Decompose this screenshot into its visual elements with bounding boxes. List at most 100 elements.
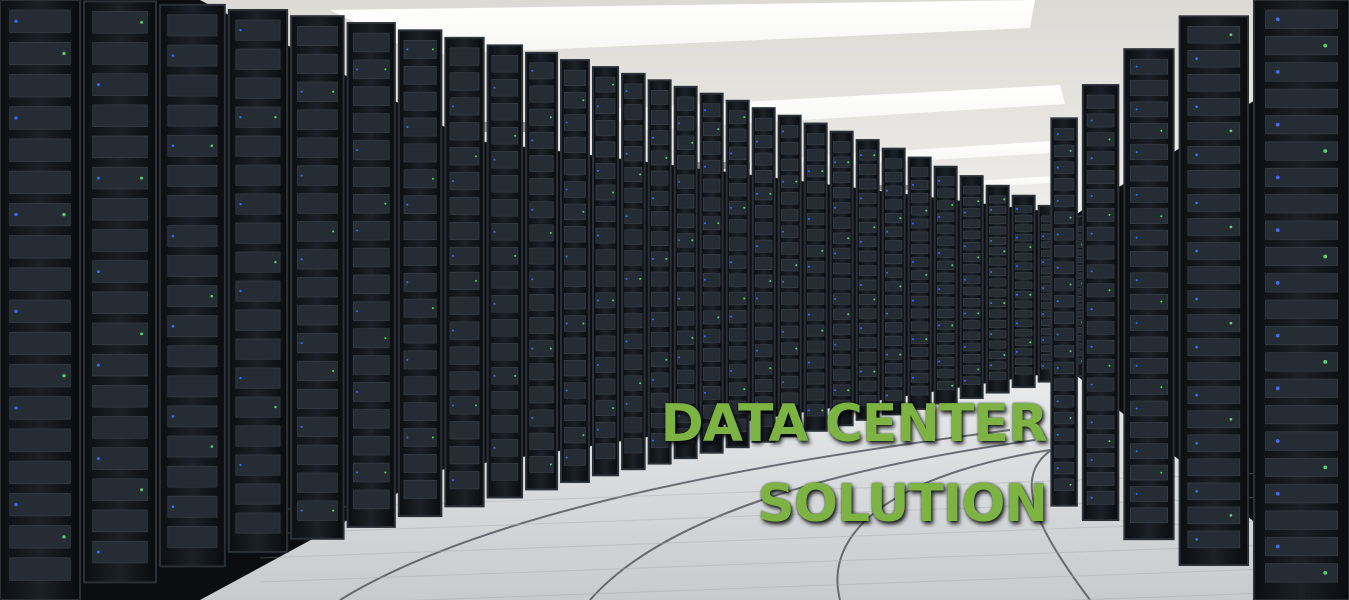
status-led: [1135, 450, 1138, 453]
server-unit: [650, 251, 669, 267]
status-led: [990, 271, 993, 274]
server-unit: [92, 73, 148, 96]
server-unit: [595, 163, 616, 179]
server-unit: [1187, 26, 1241, 44]
status-led: [1135, 407, 1138, 410]
server-unit: [403, 40, 437, 59]
server-unit: [1054, 211, 1075, 224]
floor-seam: [836, 449, 1051, 600]
server-unit: [1187, 386, 1241, 404]
status-led: [652, 439, 655, 442]
server-unit: [702, 178, 721, 193]
status-led: [612, 407, 615, 410]
server-unit: [167, 164, 218, 187]
status-led: [1069, 149, 1072, 152]
server-unit: [167, 345, 218, 368]
status-led: [1275, 544, 1280, 549]
server-unit: [92, 11, 148, 34]
server-unit: [1129, 58, 1168, 75]
status-led: [652, 378, 655, 381]
server-unit: [167, 255, 218, 277]
server-unit: [1129, 101, 1168, 118]
status-led: [756, 245, 759, 248]
server-unit: [1265, 9, 1338, 29]
server-unit: [780, 158, 799, 172]
server-unit: [352, 220, 390, 241]
server-unit: [167, 525, 218, 548]
status-led: [332, 369, 335, 373]
server-unit: [297, 472, 338, 493]
status-led: [565, 456, 568, 459]
status-led: [1275, 491, 1280, 496]
server-unit: [754, 239, 773, 253]
status-led: [406, 436, 409, 439]
server-unit: [702, 216, 721, 231]
status-led: [274, 115, 277, 119]
server-unit: [624, 375, 643, 391]
server-unit: [352, 194, 390, 214]
server-unit: [1265, 246, 1338, 267]
server-unit: [624, 354, 643, 370]
status-led: [596, 234, 599, 237]
server-unit: [910, 385, 929, 396]
ceiling-light-panel: [330, 0, 1035, 55]
server-unit: [962, 219, 981, 228]
status-led: [938, 324, 941, 327]
server-unit: [910, 360, 929, 370]
server-unit: [1265, 220, 1338, 240]
server-rack: [591, 66, 620, 477]
server-unit: [595, 98, 616, 115]
server-unit: [702, 385, 721, 400]
status-led: [96, 270, 100, 274]
status-led: [925, 338, 928, 341]
server-unit: [1086, 377, 1115, 392]
server-unit: [624, 312, 643, 329]
server-unit: [1054, 244, 1075, 258]
status-led: [406, 126, 409, 129]
server-unit: [1086, 453, 1115, 467]
status-led: [1323, 149, 1328, 153]
status-led: [1135, 108, 1138, 111]
server-unit: [1054, 161, 1075, 174]
server-unit: [352, 86, 390, 106]
server-unit: [728, 418, 747, 433]
status-led: [1135, 65, 1138, 68]
server-unit: [167, 285, 218, 307]
server-unit: [1014, 281, 1033, 289]
server-unit: [595, 335, 616, 352]
status-led: [873, 226, 876, 229]
server-unit: [780, 359, 799, 372]
status-led: [625, 277, 628, 280]
status-led: [652, 257, 655, 260]
status-led: [384, 337, 387, 340]
server-unit: [702, 310, 721, 325]
status-led: [1042, 364, 1045, 367]
server-unit: [624, 187, 643, 204]
server-unit: [1014, 233, 1033, 242]
headline: DATA CENTER SOLUTION: [661, 384, 1048, 544]
server-unit: [1086, 207, 1115, 222]
server-unit: [9, 138, 71, 162]
status-led: [1042, 339, 1045, 342]
server-unit: [910, 270, 929, 280]
status-led: [756, 401, 759, 404]
floor-seam: [339, 429, 1011, 600]
status-led: [691, 239, 694, 242]
server-unit: [564, 92, 586, 109]
status-led: [951, 324, 954, 327]
status-led: [210, 294, 214, 298]
server-unit: [780, 292, 799, 305]
server-unit: [92, 447, 148, 470]
status-led: [406, 281, 409, 284]
status-led: [756, 349, 759, 352]
server-unit: [1265, 484, 1338, 504]
status-led: [14, 19, 18, 23]
server-unit: [780, 175, 799, 188]
status-led: [1090, 421, 1093, 424]
status-led: [678, 239, 681, 242]
status-led: [239, 202, 242, 206]
status-led: [565, 121, 568, 124]
status-led: [1056, 233, 1059, 236]
server-unit: [676, 311, 695, 326]
status-led: [625, 340, 628, 343]
